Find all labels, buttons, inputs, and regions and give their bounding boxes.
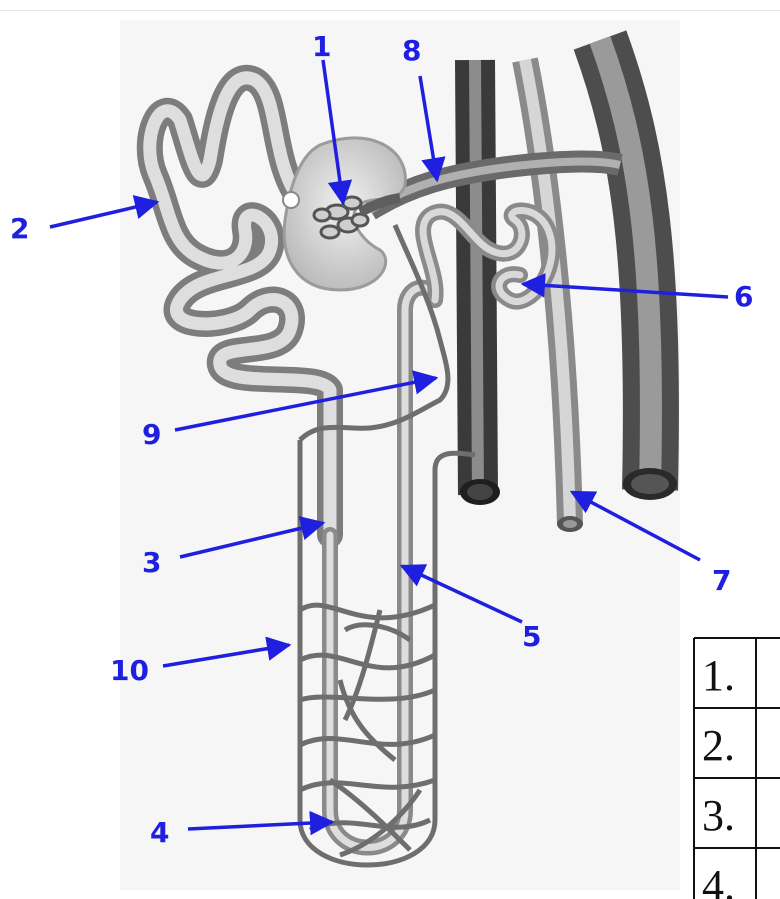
table-row-4: 4. xyxy=(702,861,735,899)
label-3: 3 xyxy=(142,546,161,579)
label-1: 1 xyxy=(312,30,331,63)
label-7: 7 xyxy=(712,564,731,597)
table-row-2: 2. xyxy=(702,721,735,770)
label-5: 5 xyxy=(522,620,541,653)
answer-table: 1. 2. 3. 4. xyxy=(694,638,780,899)
label-10: 10 xyxy=(110,654,149,687)
label-6: 6 xyxy=(734,280,753,313)
label-9: 9 xyxy=(142,418,161,451)
label-2: 2 xyxy=(10,212,29,245)
table-row-1: 1. xyxy=(702,651,735,700)
table-row-3: 3. xyxy=(702,791,735,840)
label-8: 8 xyxy=(402,34,421,67)
label-4: 4 xyxy=(150,816,169,849)
